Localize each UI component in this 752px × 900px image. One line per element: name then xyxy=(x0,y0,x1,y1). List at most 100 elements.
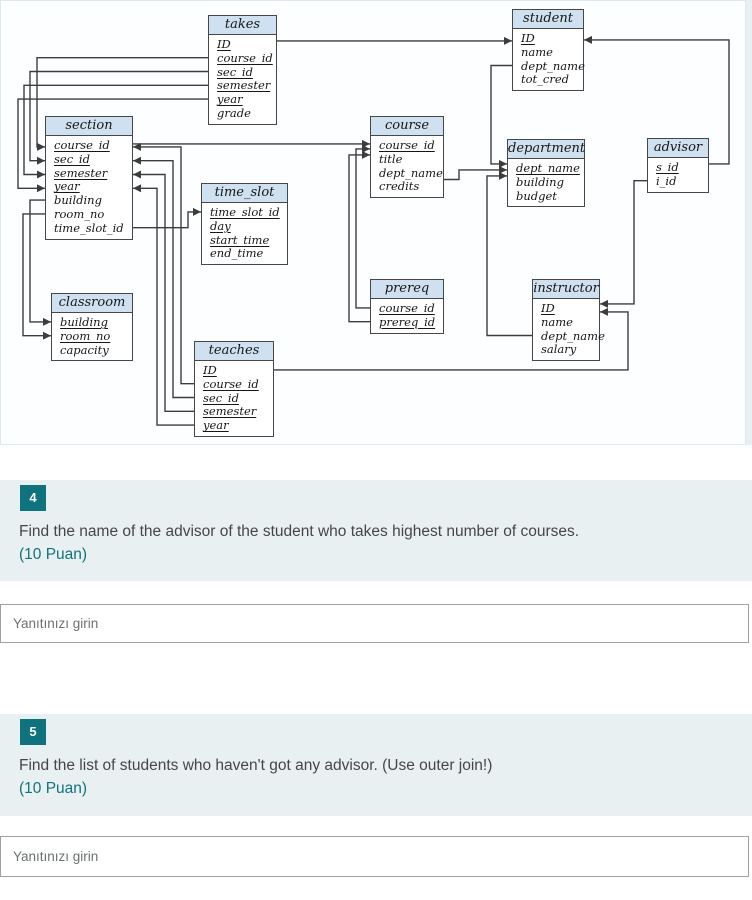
field-time_slot-day: day xyxy=(210,218,231,233)
connector-section.room_no-to-classroom.room_no xyxy=(22,213,51,340)
connector-takes.course_id-to-section.course_id xyxy=(36,57,208,151)
question-4-number-badge: 4 xyxy=(20,485,46,511)
connector-teaches.sec_id-to-section.sec_id xyxy=(133,156,194,399)
relationship-lines-layer xyxy=(17,35,730,426)
field-section-time_slot_id: time_slot_id xyxy=(54,220,124,235)
question-4-text: Find the name of the advisor of the stud… xyxy=(19,523,580,540)
connector-prereq.course_id-to-course.course_id xyxy=(355,144,370,309)
question-5-number-badge: 5 xyxy=(20,719,46,745)
connector-takes.semester-to-section.semester xyxy=(23,84,208,179)
connector-advisor.i_id-to-instructor.ID xyxy=(600,179,647,308)
question-4-points: (10 Puan) xyxy=(19,546,88,563)
field-student-tot_cred: tot_cred xyxy=(521,72,570,87)
field-section-course_id: course_id xyxy=(54,138,110,152)
connector-course.dept_name-to-department.dept_name xyxy=(444,165,507,181)
field-time_slot-time_slot_id: time_slot_id xyxy=(210,205,280,219)
field-department-building: building xyxy=(516,174,564,189)
connector-teaches.ID-to-instructor.ID xyxy=(274,307,629,371)
table-course-title: course xyxy=(371,117,443,136)
question-4-answer-input[interactable] xyxy=(0,604,749,643)
field-prereq-course_id: course_id xyxy=(379,301,435,315)
table-student-title: student xyxy=(513,10,583,29)
field-instructor-dept_name: dept_name xyxy=(541,328,605,343)
field-teaches-sec_id: sec_id xyxy=(203,390,239,405)
table-prereq-title: prereq xyxy=(371,280,443,299)
field-instructor-ID: ID xyxy=(541,301,555,315)
field-section-room_no: room_no xyxy=(54,206,105,221)
field-takes-ID: ID xyxy=(217,37,231,51)
field-section-year: year xyxy=(54,179,80,194)
field-teaches-year: year xyxy=(203,418,229,433)
field-section-semester: semester xyxy=(54,165,108,180)
field-takes-course_id: course_id xyxy=(217,50,273,65)
question-5-points: (10 Puan) xyxy=(19,780,88,797)
field-classroom-capacity: capacity xyxy=(60,342,109,357)
question-5-text: Find the list of students who haven't go… xyxy=(19,757,493,774)
field-teaches-semester: semester xyxy=(203,404,257,419)
page-right-strip xyxy=(746,0,752,445)
table-section-title: section xyxy=(46,117,132,136)
field-prereq-prereq_id: prereq_id xyxy=(379,314,436,329)
field-takes-sec_id: sec_id xyxy=(217,64,253,79)
connector-teaches.course_id-to-section.course_id xyxy=(133,142,194,385)
field-teaches-course_id: course_id xyxy=(203,376,259,391)
field-course-dept_name: dept_name xyxy=(379,165,443,180)
field-department-budget: budget xyxy=(516,188,557,203)
field-student-dept_name: dept_name xyxy=(521,58,585,73)
table-instructor-title: instructor xyxy=(533,280,599,299)
connector-section.time_slot_id-to-time_slot.time_slot_id xyxy=(133,207,201,229)
table-advisor-title: advisor xyxy=(648,139,708,158)
connector-section.building-to-classroom.building xyxy=(29,199,51,326)
field-course-credits: credits xyxy=(379,179,420,194)
field-advisor-s_id: s_id xyxy=(656,160,679,174)
table-teaches-title: teaches xyxy=(195,342,273,361)
field-time_slot-end_time: end_time xyxy=(210,246,264,261)
field-course-title: title xyxy=(379,151,403,166)
field-instructor-name: name xyxy=(541,314,573,329)
question-5-answer-input[interactable] xyxy=(0,836,749,877)
table-department-title: department xyxy=(508,140,585,159)
field-teaches-ID: ID xyxy=(203,363,217,377)
connector-teaches.year-to-section.year xyxy=(133,184,194,426)
field-instructor-salary: salary xyxy=(541,342,577,357)
question-5-block: 5 Find the list of students who haven't … xyxy=(0,714,752,816)
field-student-ID: ID xyxy=(521,31,535,45)
connector-teaches.semester-to-section.semester xyxy=(133,170,194,412)
field-department-dept_name: dept_name xyxy=(516,161,580,175)
connector-advisor.s_id-to-student.ID xyxy=(584,35,730,165)
table-time_slot-title: time_slot xyxy=(202,184,287,203)
field-classroom-building: building xyxy=(60,315,108,329)
field-takes-year: year xyxy=(217,92,243,107)
field-section-sec_id: sec_id xyxy=(54,151,90,166)
connector-prereq.prereq_id-to-course.course_id xyxy=(348,150,370,323)
field-classroom-room_no: room_no xyxy=(60,328,111,343)
field-section-building: building xyxy=(54,193,102,208)
table-takes-title: takes xyxy=(209,16,276,35)
table-classroom-title: classroom xyxy=(52,294,132,313)
field-takes-semester: semester xyxy=(217,78,271,93)
field-advisor-i_id: i_id xyxy=(656,173,677,188)
